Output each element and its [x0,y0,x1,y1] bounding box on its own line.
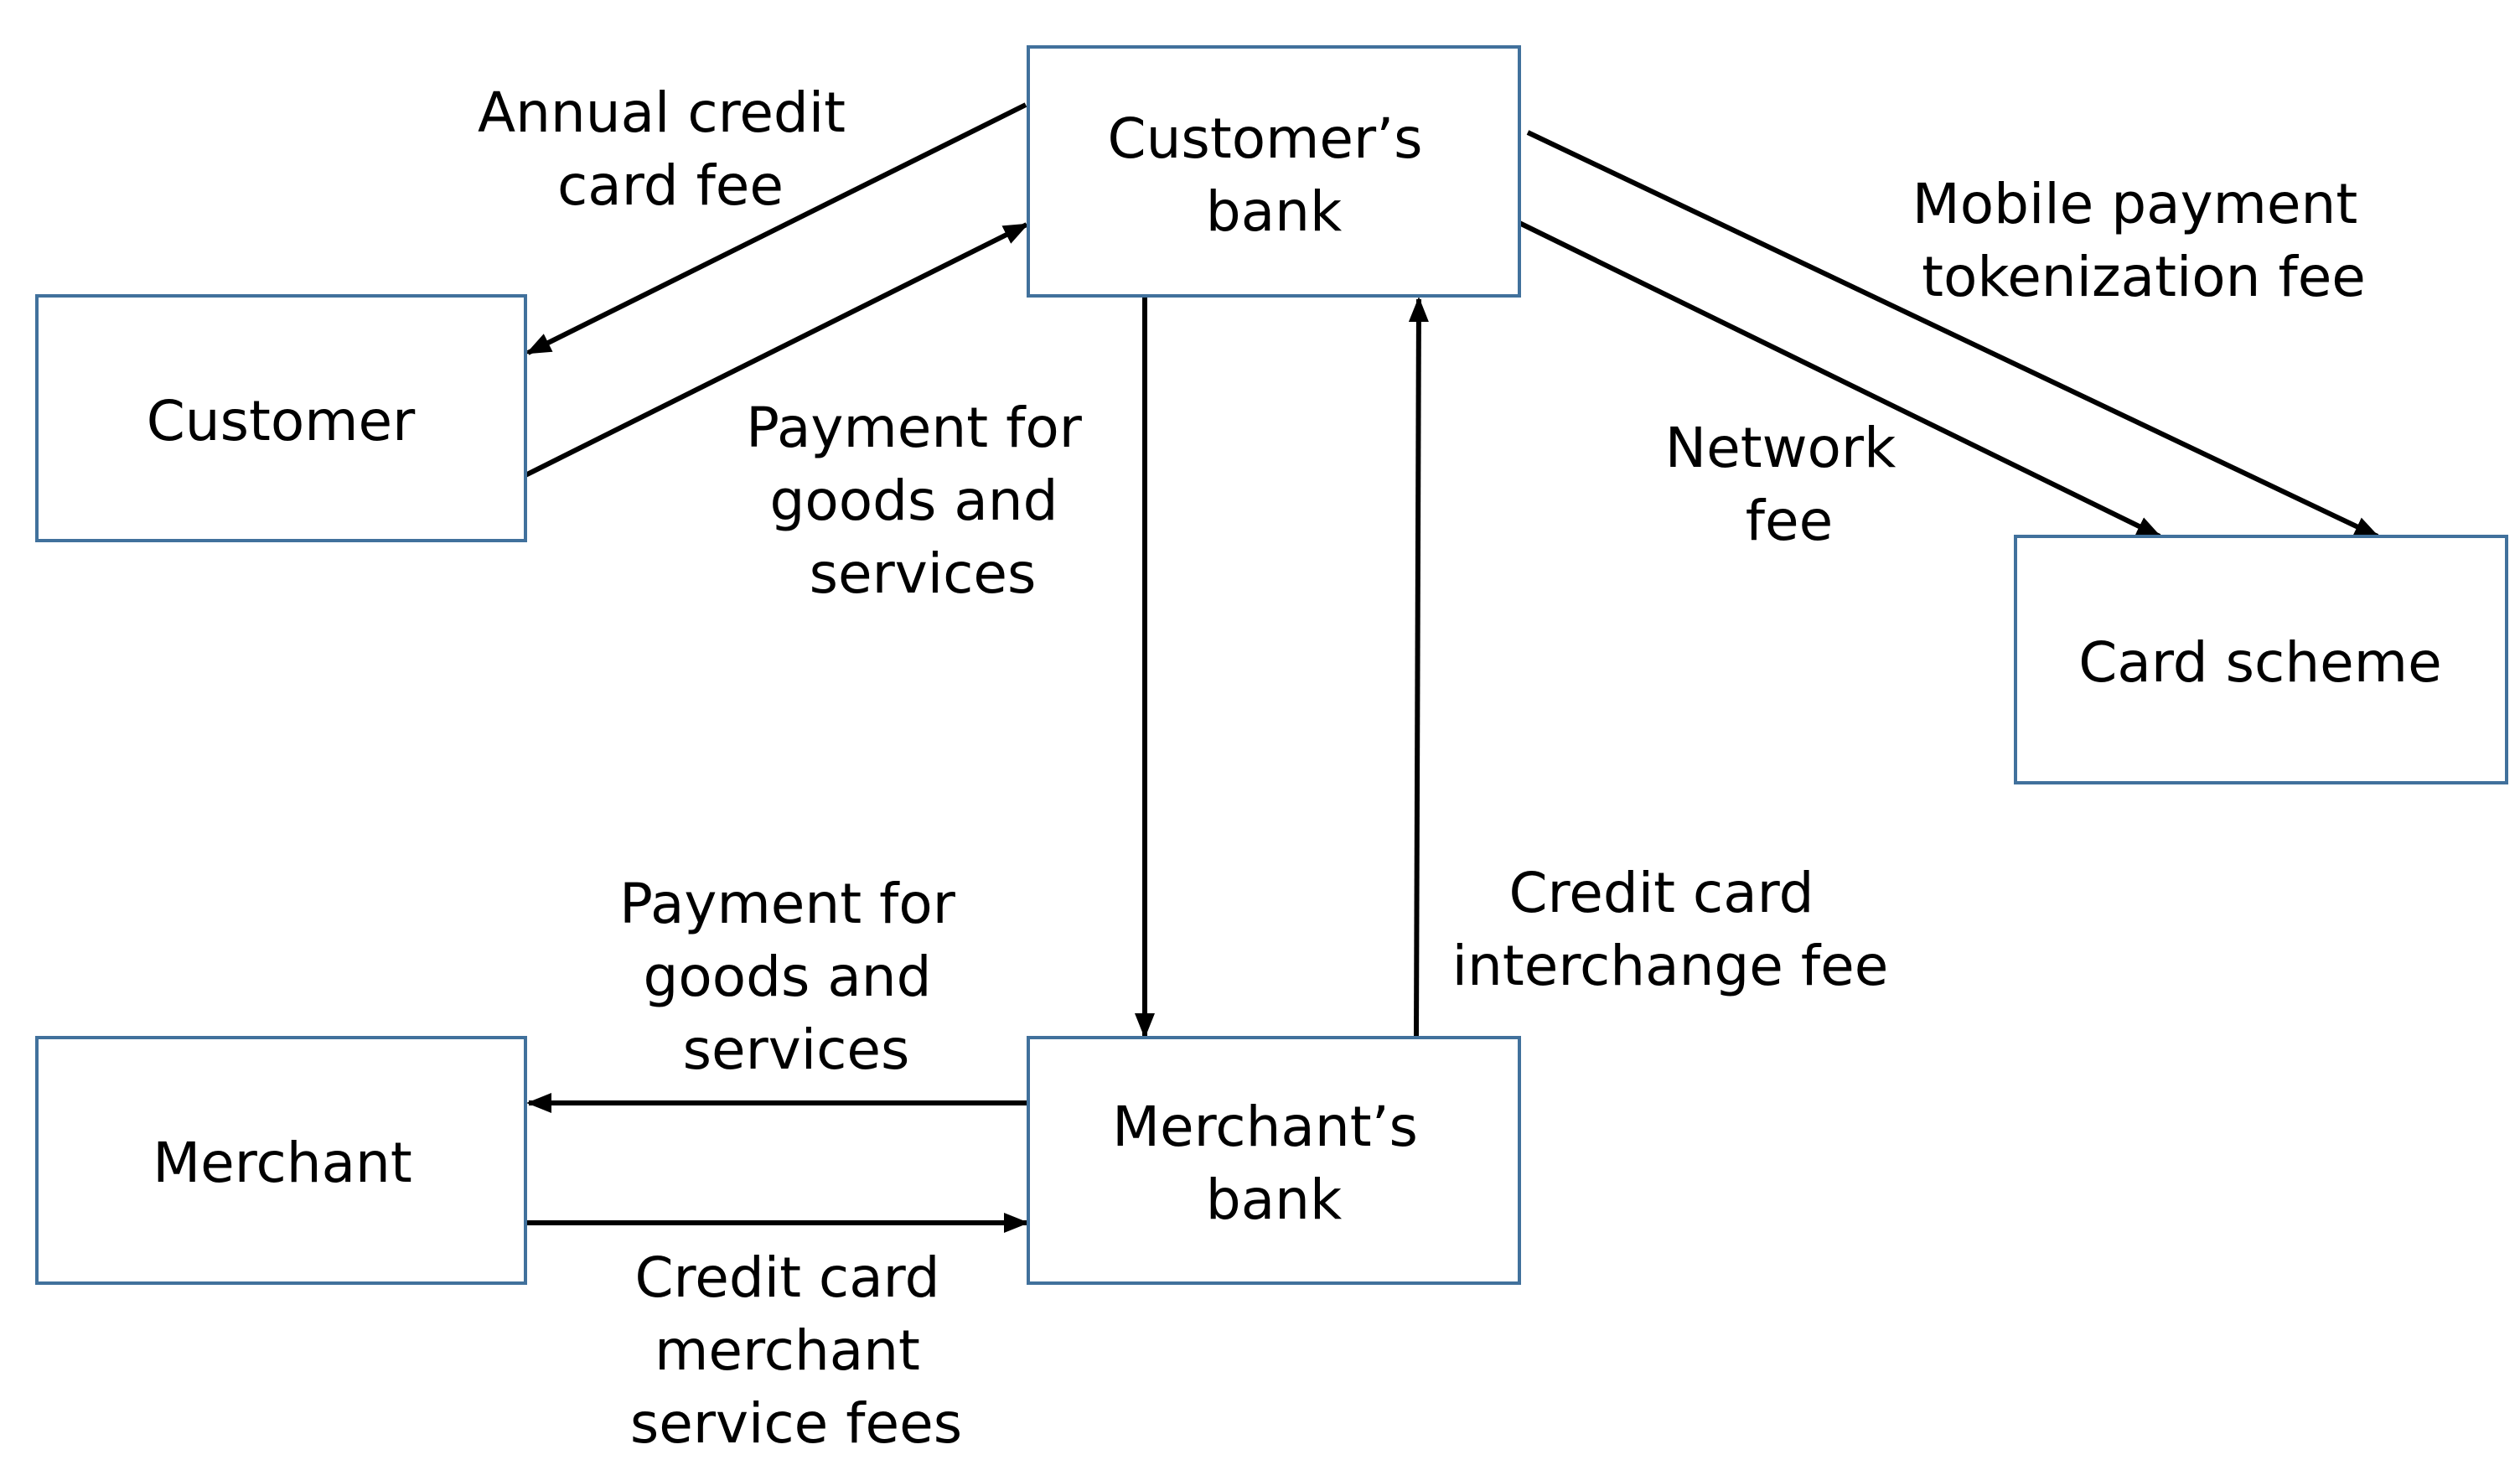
arrow-network-fee [1518,220,2162,539]
network-fee-label: Network fee [1665,416,1914,553]
customers-bank-box [1027,45,1521,298]
payment-customer-to-bank-label: Payment for goods and services [746,396,1100,606]
interchange-fee-label: Credit card interchange fee [1452,861,1889,998]
arrow-payment-customer-to-bank [524,222,1029,478]
merchant-label: Merchant [153,1131,412,1195]
merchant-box [35,1036,527,1285]
tokenization-fee-label: Mobile payment tokenization fee [1912,172,2375,309]
annual-fee-label: Annual credit card fee [478,80,863,218]
customer-box [35,294,527,542]
payment-bank-to-merchant-label: Payment for goods and services [619,872,973,1082]
arrow-tokenization-fee [1526,130,2380,539]
merchant-service-fees-label: Credit card merchant service fees [630,1245,962,1456]
merchants-bank-label: Merchant’s bank [1112,1095,1436,1232]
card-scheme-box [2014,535,2508,784]
customers-bank-label: Customer’s bank [1108,106,1441,244]
card-scheme-label: Card scheme [2078,630,2441,695]
arrow-interchange-fee [1408,297,1429,1037]
arrow-annual-fee [525,102,1027,355]
customer-label: Customer [147,389,416,453]
merchants-bank-box [1027,1036,1521,1285]
